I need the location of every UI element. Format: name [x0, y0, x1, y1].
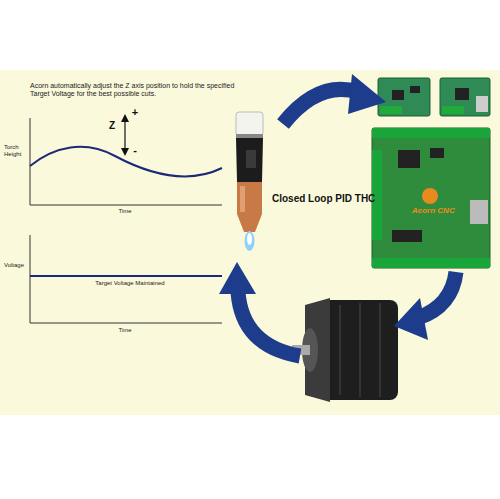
motor-fin [359, 303, 361, 397]
z-arrow [124, 118, 125, 152]
torch-body [236, 138, 263, 182]
arrow-head [394, 298, 428, 340]
axis [30, 235, 31, 323]
torch-ring [236, 134, 263, 138]
motor-fin [379, 303, 381, 397]
small-board [440, 78, 490, 116]
loop-arrows [219, 74, 456, 356]
axis-label: Time [110, 327, 140, 334]
axis-label: + [129, 106, 141, 119]
nozzle-shine [240, 186, 245, 212]
chip [398, 150, 420, 168]
torch-cap [236, 112, 263, 136]
logo-mark [422, 188, 438, 204]
axis-label: Z [106, 120, 118, 132]
torch-nozzle [237, 182, 262, 232]
voltage-line [30, 275, 222, 277]
controller-board [372, 128, 490, 268]
chip [392, 230, 422, 242]
board-logo: Acorn CNC [412, 206, 455, 215]
axis-label: Target Voltage Maintained [80, 280, 180, 287]
axis-label: Voltage [4, 262, 32, 269]
servo-motor [292, 298, 398, 402]
chip [430, 148, 444, 158]
note: Acorn automatically adjust the Z axis po… [30, 82, 235, 98]
axis-label: Time [110, 208, 140, 215]
plasma-torch [236, 112, 263, 251]
board [372, 128, 490, 268]
axis [30, 205, 222, 206]
arrow-head [348, 74, 386, 114]
loop-arrow [283, 89, 358, 124]
torch-body-detail [246, 150, 256, 168]
small-board [378, 78, 430, 116]
panel [0, 70, 500, 415]
z-arrow-heads [121, 114, 129, 156]
board [378, 78, 430, 116]
axis [30, 118, 31, 205]
board [440, 78, 490, 116]
terminal-strip [372, 258, 490, 268]
axis-label: Torch Height [4, 144, 30, 158]
chip [392, 90, 404, 100]
controller-board: Acorn CNC [372, 128, 490, 268]
motor-fin [339, 305, 341, 395]
arrow-head [219, 262, 256, 294]
connector [470, 200, 488, 224]
axis [30, 323, 222, 324]
plasma-flame [245, 231, 255, 251]
chip [410, 86, 420, 93]
loop-arrow [238, 292, 300, 356]
terminal-strip [372, 128, 490, 138]
terminal [380, 106, 402, 114]
terminal [442, 106, 464, 114]
plasma-core [247, 233, 252, 245]
loop-arrow [418, 272, 456, 318]
axis-label: - [129, 144, 141, 157]
chip [455, 88, 469, 100]
connector [476, 96, 488, 112]
loop-title: Closed Loop PID THC [272, 193, 382, 205]
